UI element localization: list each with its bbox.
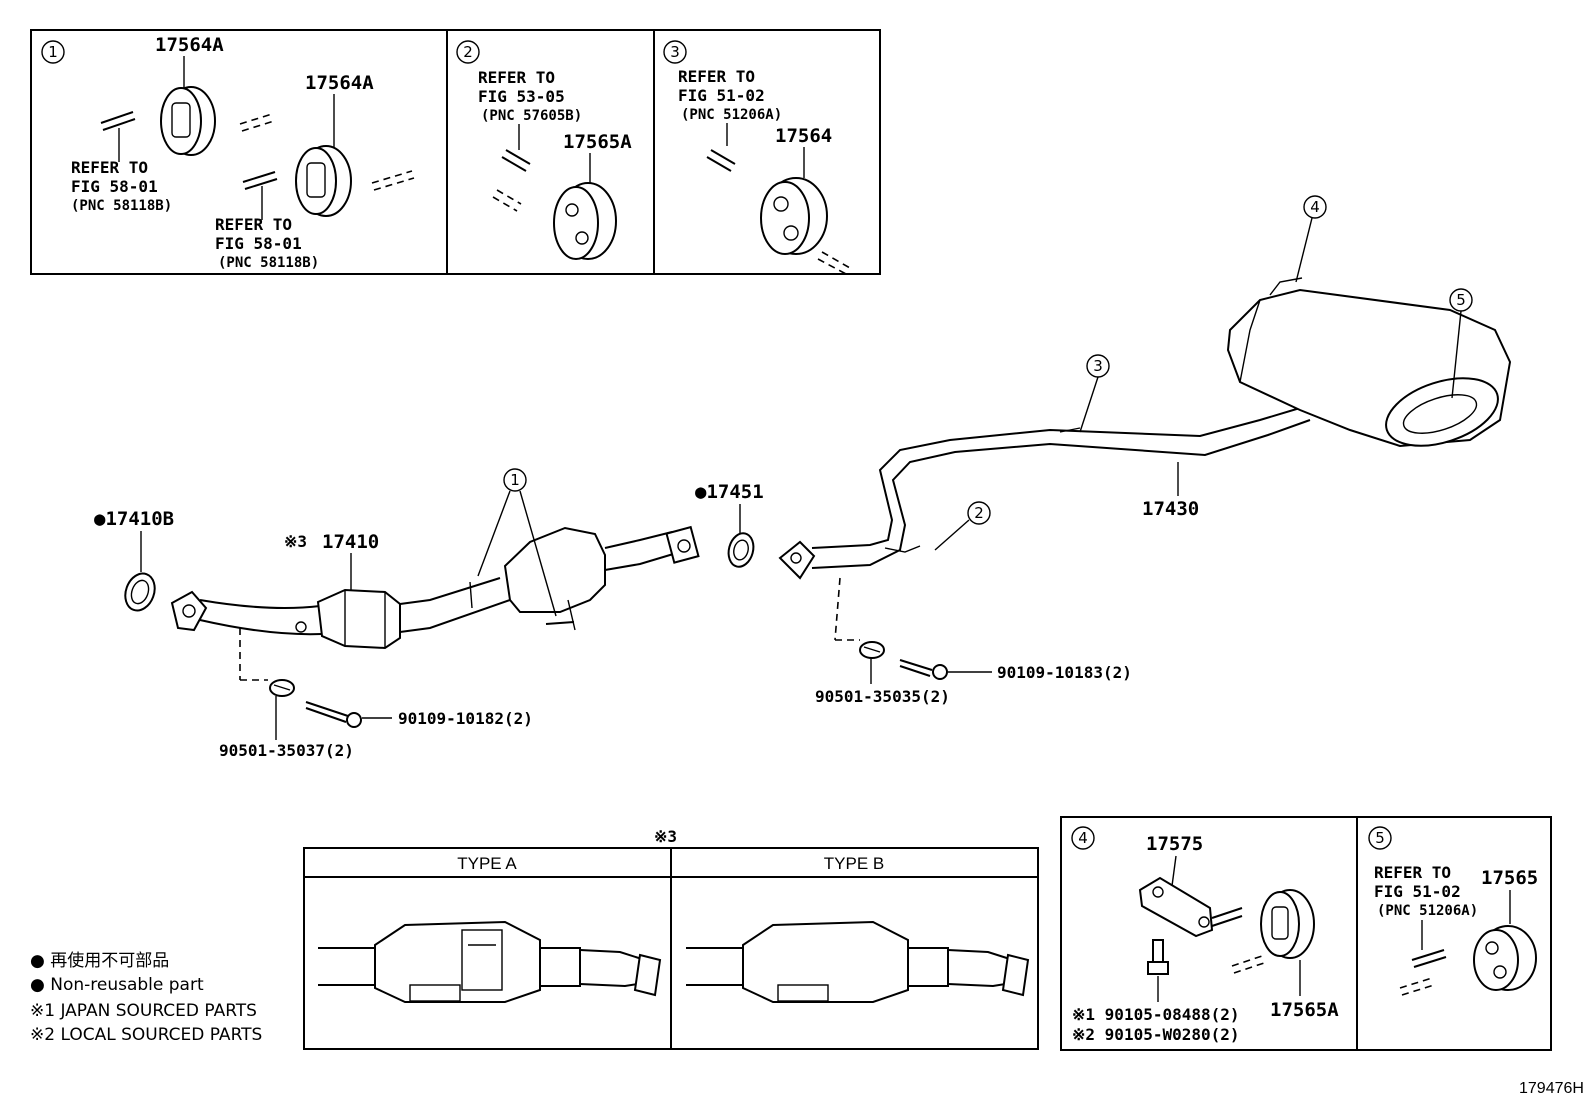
inset-3-ref-line2: FIG 51-02 bbox=[678, 86, 765, 105]
rear-fasteners: 90501-35035(2) 90109-10183(2) bbox=[815, 577, 1132, 706]
inset-2-part: 17565A bbox=[563, 131, 632, 153]
inset-5-ref-line2: FIG 51-02 bbox=[1374, 882, 1461, 901]
spring-front-label: 90501-35037(2) bbox=[219, 741, 354, 760]
gasket-mid-label: ●17451 bbox=[695, 481, 764, 503]
inset-5-part: 17565 bbox=[1481, 867, 1538, 889]
callout-5-group: 5 bbox=[1449, 288, 1473, 399]
inset-3-ref-line1: REFER TO bbox=[678, 67, 755, 86]
inset-1-ref-b-line2: FIG 58-01 bbox=[215, 234, 302, 253]
inset-box-5: 5 REFER TO FIG 51-02 (PNC 51206A) 17565 bbox=[1356, 816, 1552, 1051]
rubber-hanger-e bbox=[1260, 889, 1315, 959]
catalytic-converter-assembly: ※3 17410 bbox=[170, 525, 700, 650]
type-b-converter bbox=[686, 920, 1030, 1003]
callout-circle-3 bbox=[663, 40, 687, 64]
callout-circle-4 bbox=[1071, 826, 1095, 850]
callout-1-text: 1 bbox=[510, 471, 520, 489]
legend-line-local-sourced: ※2 LOCAL SOURCED PARTS bbox=[30, 1025, 262, 1045]
inset-4-bolt-line1: ※1 90105-08488(2) bbox=[1072, 1005, 1240, 1024]
legend-line-nonreusable: ● Non-reusable part bbox=[30, 975, 204, 995]
callout-3-text: 3 bbox=[1093, 357, 1103, 375]
inset-3-part: 17564 bbox=[775, 125, 832, 147]
type-panel-mark: ※3 bbox=[654, 827, 677, 846]
spring-rear-label: 90501-35035(2) bbox=[815, 687, 950, 706]
rear-flange bbox=[778, 540, 816, 580]
inset-4-number: 4 bbox=[1078, 829, 1088, 847]
front-flange bbox=[170, 590, 208, 632]
rubber-hanger-c bbox=[553, 182, 617, 260]
type-panel: ※3 TYPE A TYPE B bbox=[303, 827, 1039, 1050]
callout-circle-2 bbox=[456, 40, 480, 64]
inset-5-ref-line1: REFER TO bbox=[1374, 863, 1451, 882]
rubber-hanger-d bbox=[760, 177, 828, 255]
figure-id: 179476H bbox=[1519, 1080, 1584, 1097]
bolt-front bbox=[346, 712, 362, 728]
rubber-hanger-b bbox=[295, 145, 352, 217]
front-fasteners: 90501-35037(2) 90109-10182(2) bbox=[219, 628, 533, 760]
bolt-front-label: 90109-10182(2) bbox=[398, 709, 533, 728]
inset-1-number: 1 bbox=[48, 43, 58, 61]
converter-mark: ※3 bbox=[284, 532, 307, 551]
legend-line-japan-sourced: ※1 JAPAN SOURCED PARTS bbox=[30, 1001, 257, 1021]
callout-circle-5 bbox=[1368, 826, 1392, 850]
inset-5-number: 5 bbox=[1375, 829, 1385, 847]
inset-1-ref-a-line3: (PNC 58118B) bbox=[71, 198, 172, 214]
type-a-header: TYPE A bbox=[457, 854, 517, 873]
inset-1-ref-b-line3: (PNC 58118B) bbox=[218, 255, 319, 271]
mid-gasket-group: ●17451 bbox=[695, 481, 764, 568]
converter-label: 17410 bbox=[322, 531, 379, 553]
gasket-front-label: ●17410B bbox=[94, 508, 174, 530]
inset-4-part-hanger: 17565A bbox=[1270, 999, 1339, 1021]
legend: ● 再使用不可部品 ● Non-reusable part ※1 JAPAN S… bbox=[30, 950, 262, 1045]
inset-2-ref-line1: REFER TO bbox=[478, 68, 555, 87]
inset-2-ref-line2: FIG 53-05 bbox=[478, 87, 565, 106]
tailpipe-label: 17430 bbox=[1142, 498, 1199, 520]
callout-2-group: 2 bbox=[934, 501, 991, 551]
callout-4-group: 4 bbox=[1295, 195, 1327, 283]
inset-3-number: 3 bbox=[670, 43, 680, 61]
tailpipe-assembly: 17430 bbox=[778, 277, 1512, 580]
bolt-rear-label: 90109-10183(2) bbox=[997, 663, 1132, 682]
callout-3-group: 3 bbox=[1079, 354, 1110, 433]
inset-2-ref-line3: (PNC 57605B) bbox=[481, 108, 582, 124]
inset-1-ref-a-line1: REFER TO bbox=[71, 158, 148, 177]
legend-line-jp: ● 再使用不可部品 bbox=[30, 950, 169, 971]
inset-1-part-mid: 17564A bbox=[305, 72, 374, 94]
bolt-rear bbox=[932, 664, 948, 680]
inset-2-number: 2 bbox=[463, 43, 473, 61]
bracket-17575 bbox=[1138, 876, 1214, 938]
type-a-converter bbox=[318, 920, 662, 1003]
inset-3-ref-line3: (PNC 51206A) bbox=[681, 107, 782, 123]
callout-4-text: 4 bbox=[1310, 198, 1320, 216]
inset-4-bolt-line2: ※2 90105-W0280(2) bbox=[1072, 1025, 1240, 1044]
inset-4-part-bracket: 17575 bbox=[1146, 833, 1203, 855]
inset-1-ref-a-line2: FIG 58-01 bbox=[71, 177, 158, 196]
inset-box-3: 3 REFER TO FIG 51-02 (PNC 51206A) 17564 bbox=[653, 29, 881, 275]
front-gasket-group: ●17410B bbox=[94, 508, 174, 612]
callout-1-group: 1 bbox=[477, 468, 557, 617]
rubber-hanger-f bbox=[1473, 925, 1537, 991]
inset-1-ref-b-line1: REFER TO bbox=[215, 215, 292, 234]
callout-2-text: 2 bbox=[974, 504, 984, 522]
callout-circle-1 bbox=[41, 40, 65, 64]
inset-5-ref-line3: (PNC 51206A) bbox=[1377, 903, 1478, 919]
inset-box-2: 2 REFER TO FIG 53-05 (PNC 57605B) 17565A bbox=[446, 29, 655, 275]
callout-5-text: 5 bbox=[1456, 291, 1466, 309]
bolt-90105 bbox=[1147, 939, 1169, 975]
inset-box-4: 4 17575 ※1 90105-08488(2) ※2 90105-W0280… bbox=[1060, 816, 1358, 1051]
inset-1-part-top: 17564A bbox=[155, 34, 224, 56]
type-b-header: TYPE B bbox=[824, 854, 884, 873]
rubber-hanger-a bbox=[160, 86, 216, 156]
inset-box-1: 1 17564A REFER TO FIG 58-01 (PNC 58118B)… bbox=[30, 29, 448, 275]
